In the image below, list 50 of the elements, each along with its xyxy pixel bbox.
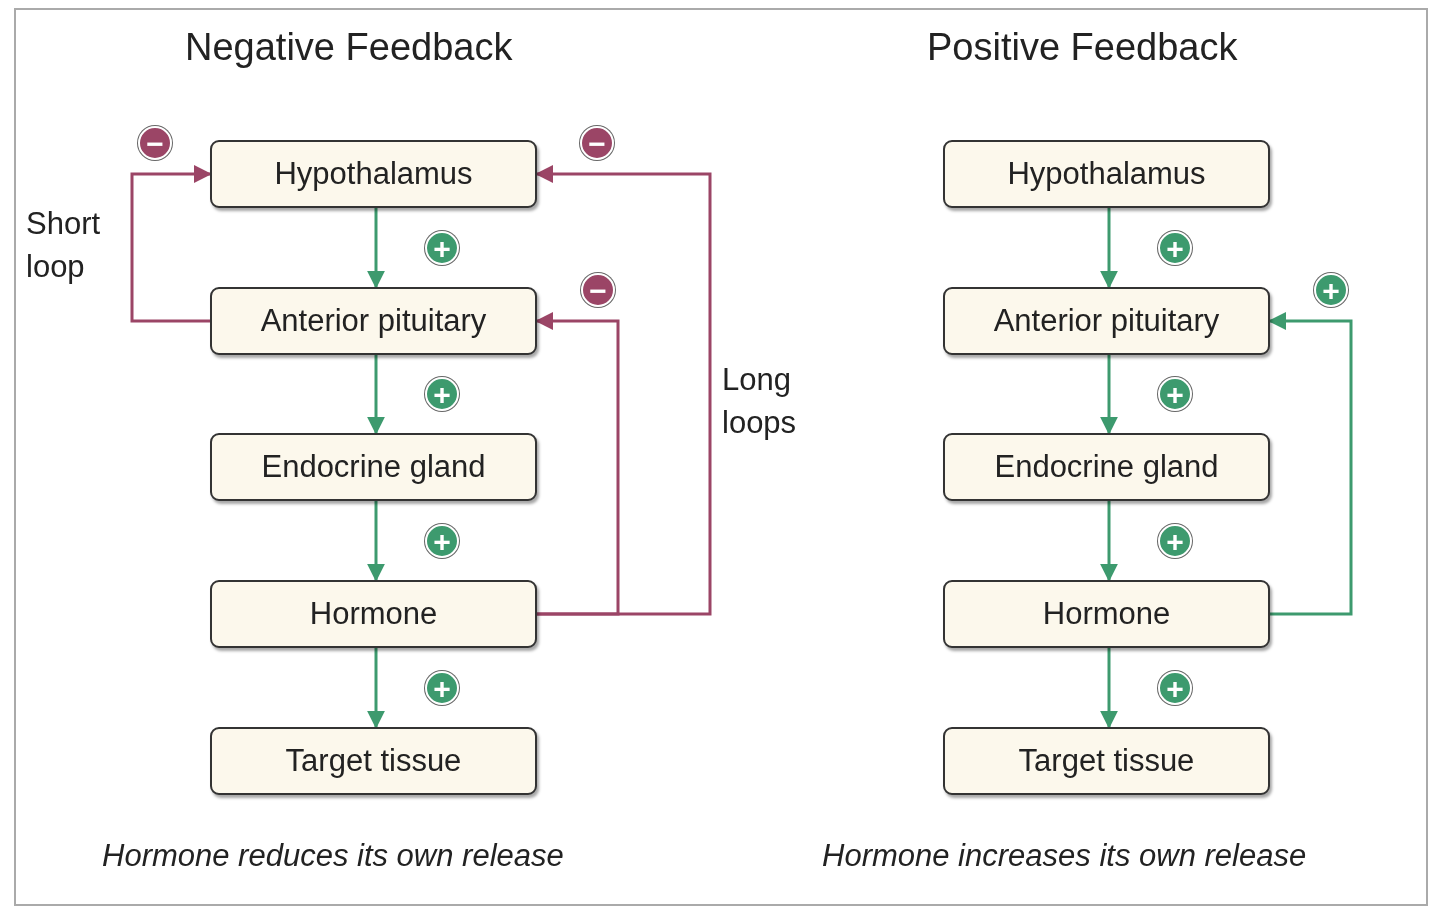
node-label: Hormone: [309, 596, 438, 632]
edge-label: +: [1158, 230, 1192, 265]
arrow: [535, 312, 620, 616]
panel-title: Positive Feedback: [927, 26, 1238, 69]
arrow: [1268, 312, 1353, 616]
arrow: [1100, 355, 1118, 435]
edge-label: −: [580, 126, 614, 160]
node-label: Hypothalamus: [274, 156, 473, 192]
node-label: Hormone: [1042, 596, 1171, 632]
caption-text: Hormone reduces its own release: [102, 838, 564, 874]
node-label: Hypothalamus: [1007, 156, 1206, 192]
arrow: [1100, 208, 1118, 289]
node-label: Target tissue: [1018, 743, 1195, 779]
process-box: [943, 580, 1270, 648]
edge-label: −: [581, 273, 615, 307]
edge-label: +: [1158, 377, 1192, 411]
loop-label: Short loop: [26, 205, 102, 287]
node-label: Target tissue: [285, 743, 462, 779]
edge-label: −: [138, 126, 172, 160]
process-box: [210, 433, 537, 501]
node-label: Anterior pituitary: [260, 303, 487, 339]
process-box: [210, 287, 537, 355]
caption-text: Hormone increases its own release: [822, 838, 1307, 874]
edge-label: +: [425, 377, 459, 411]
arrow: [1100, 648, 1118, 729]
edge-label: +: [1158, 523, 1192, 558]
edge-label: +: [425, 523, 459, 558]
process-box: [943, 727, 1270, 795]
arrow: [367, 208, 385, 289]
loop-label: Long loops: [722, 361, 798, 443]
process-box: [943, 140, 1270, 208]
process-box: [943, 433, 1270, 501]
process-box: [943, 287, 1270, 355]
process-box: [210, 140, 537, 208]
edge-label: +: [425, 670, 459, 705]
arrow: [535, 165, 712, 616]
arrow: [367, 648, 385, 729]
process-box: [210, 580, 537, 648]
node-label: Anterior pituitary: [993, 303, 1220, 339]
arrow: [367, 501, 385, 582]
arrow: [1100, 501, 1118, 582]
process-box: [210, 727, 537, 795]
panel-title: Negative Feedback: [185, 26, 513, 69]
arrow: [367, 355, 385, 435]
edge-label: +: [1314, 273, 1348, 307]
edge-label: +: [1158, 670, 1192, 705]
node-label: Endocrine gland: [994, 449, 1219, 485]
edge-label: +: [425, 230, 459, 265]
arrow: [130, 165, 212, 323]
node-label: Endocrine gland: [261, 449, 486, 485]
